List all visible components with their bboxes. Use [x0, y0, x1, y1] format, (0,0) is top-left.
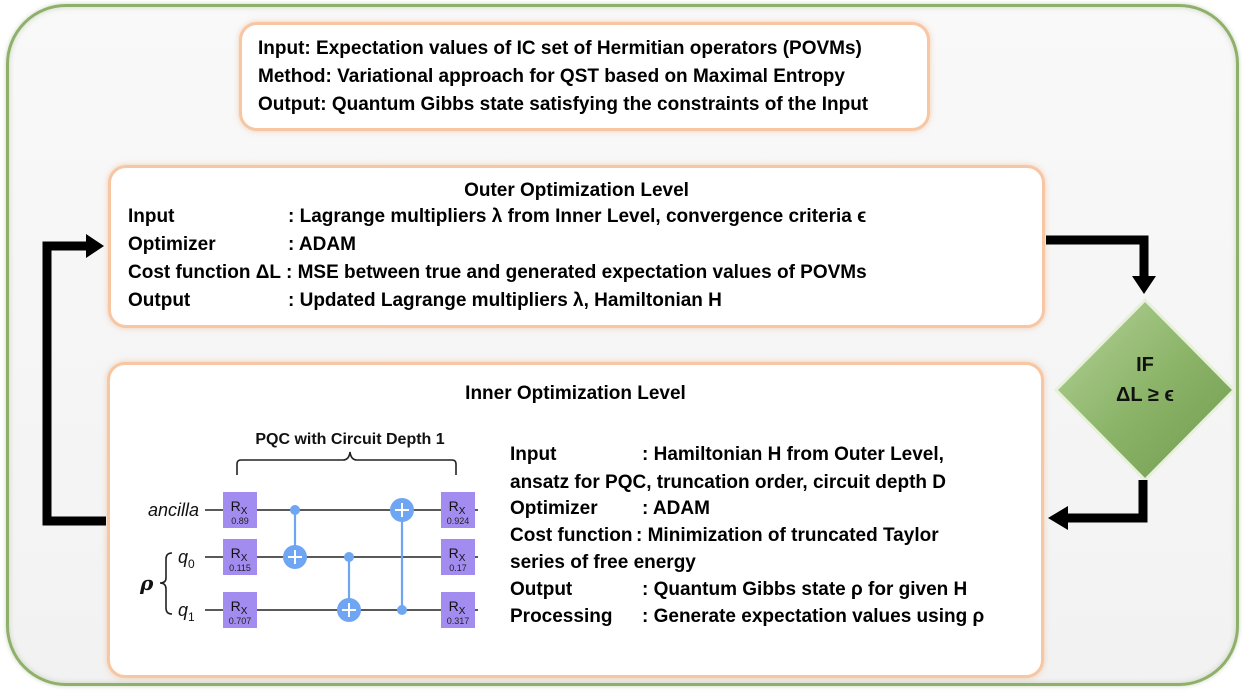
summary-output: Output: Quantum Gibbs state satisfying t… [258, 94, 869, 115]
outer-row-label: Cost function ΔL [128, 262, 281, 283]
cnot-control-dot [290, 505, 300, 515]
arrow-to-decision [1046, 235, 1149, 278]
outer-row-label: Input [128, 206, 175, 227]
arrow-loop-back [42, 241, 106, 526]
rx-gate: RX0.317 [441, 592, 475, 628]
rx-gate-angle: 0.115 [229, 563, 251, 573]
rx-gate-angle: 0.17 [449, 563, 467, 573]
inner-row-label: Input [510, 444, 557, 465]
inner-row-label: Optimizer [510, 498, 598, 519]
rx-gate-subscript: X [241, 606, 248, 617]
rx-gate-symbol: R [231, 598, 241, 614]
cnot-control-dot [397, 605, 407, 615]
inner-row-value: : Quantum Gibbs state ρ for given H [642, 579, 968, 600]
cnot-gate [390, 498, 414, 615]
arrow-to-decision-head [1132, 276, 1156, 294]
qubit-subscript: 1 [188, 610, 195, 624]
rx-gate: RX0.707 [223, 592, 257, 628]
outer-row-value: : MSE between true and generated expecta… [286, 262, 867, 283]
rx-gate-symbol: R [231, 545, 241, 561]
rho-label: ρ [139, 571, 154, 595]
inner-row-value: : Hamiltonian H from Outer Level, [642, 444, 944, 465]
outer-level-card: Outer Optimization Level Input : Lagrang… [108, 165, 1045, 328]
qubit-label: q0 [178, 547, 195, 571]
inner-row-value: series of free energy [510, 552, 696, 573]
inner-level-title: Inner Optimization Level [465, 383, 686, 404]
rx-gate-label: RX [231, 545, 248, 564]
rx-gate-label: RX [449, 598, 466, 617]
outer-row-value: : ADAM [288, 234, 356, 255]
rx-gate: RX0.115 [223, 539, 257, 575]
rx-gate-label: RX [449, 498, 466, 517]
rx-gate-box [441, 592, 475, 628]
cnot-gate [283, 505, 307, 569]
circuit-title: PQC with Circuit Depth 1 [255, 431, 444, 448]
rx-gate-angle: 0.89 [231, 516, 249, 526]
qubit-name: q [178, 600, 188, 620]
inner-row-value: : Minimization of truncated Taylor [636, 525, 939, 546]
inner-row-value: ansatz for PQC, truncation order, circui… [510, 472, 946, 493]
cnot-gate [337, 552, 361, 622]
rx-gate-box [223, 492, 257, 528]
inner-row-label: Cost function [510, 525, 633, 546]
outer-level-title: Outer Optimization Level [464, 180, 689, 201]
summary-input: Input: Expectation values of IC set of H… [258, 38, 862, 59]
qubit-subscript: 0 [188, 557, 195, 571]
rx-gate-box [223, 592, 257, 628]
inner-row-value: : ADAM [642, 498, 710, 519]
rx-gate-box [441, 492, 475, 528]
inner-row-label: Processing [510, 606, 613, 627]
outer-row-label: Output [128, 290, 191, 311]
rx-gate: RX0.17 [441, 539, 475, 575]
rx-gate-symbol: R [449, 598, 459, 614]
rx-gate-angle: 0.317 [447, 616, 470, 626]
outer-row-value: : Updated Lagrange multipliers λ, Hamilt… [288, 290, 722, 311]
rx-gate-subscript: X [459, 506, 466, 517]
rx-gate: RX0.89 [223, 492, 257, 528]
rx-gate-angle: 0.707 [229, 616, 252, 626]
rx-gate-subscript: X [241, 553, 248, 564]
summary-method: Method: Variational approach for QST bas… [258, 66, 845, 87]
outer-row-value: : Lagrange multipliers λ from Inner Leve… [288, 206, 867, 227]
rx-gate-label: RX [231, 598, 248, 617]
rx-gate-symbol: R [231, 498, 241, 514]
arrow-to-inner-head [1048, 506, 1068, 530]
arrow-loop-back-head [86, 234, 104, 258]
rx-gate-angle: 0.924 [447, 516, 470, 526]
rx-gate-label: RX [449, 545, 466, 564]
decision-condition: ΔL ≥ ϵ [1116, 384, 1174, 406]
rx-gate-symbol: R [449, 498, 459, 514]
arrow-to-inner [1068, 480, 1148, 523]
cnot-control-dot [344, 552, 354, 562]
rx-gate-subscript: X [241, 506, 248, 517]
rx-gate: RX0.924 [441, 492, 475, 528]
inner-level-card: Inner Optimization Level Input : Hamilto… [107, 362, 1044, 678]
qubit-name: q [178, 547, 188, 567]
rx-gate-subscript: X [459, 553, 466, 564]
qubit-label: q1 [178, 600, 195, 624]
summary-card: Input: Expectation values of IC set of H… [239, 22, 930, 131]
inner-row-label: Output [510, 579, 573, 600]
rx-gate-box [223, 539, 257, 575]
decision-if: IF [1136, 354, 1154, 376]
inner-row-value: : Generate expectation values using ρ [642, 606, 985, 627]
rx-gate-box [441, 539, 475, 575]
rx-gate-label: RX [231, 498, 248, 517]
circuit-bracket [236, 451, 457, 475]
outer-row-label: Optimizer [128, 234, 216, 255]
qubit-label: ancilla [148, 500, 199, 520]
rho-brace [159, 552, 173, 615]
rx-gate-subscript: X [459, 606, 466, 617]
rx-gate-symbol: R [449, 545, 459, 561]
